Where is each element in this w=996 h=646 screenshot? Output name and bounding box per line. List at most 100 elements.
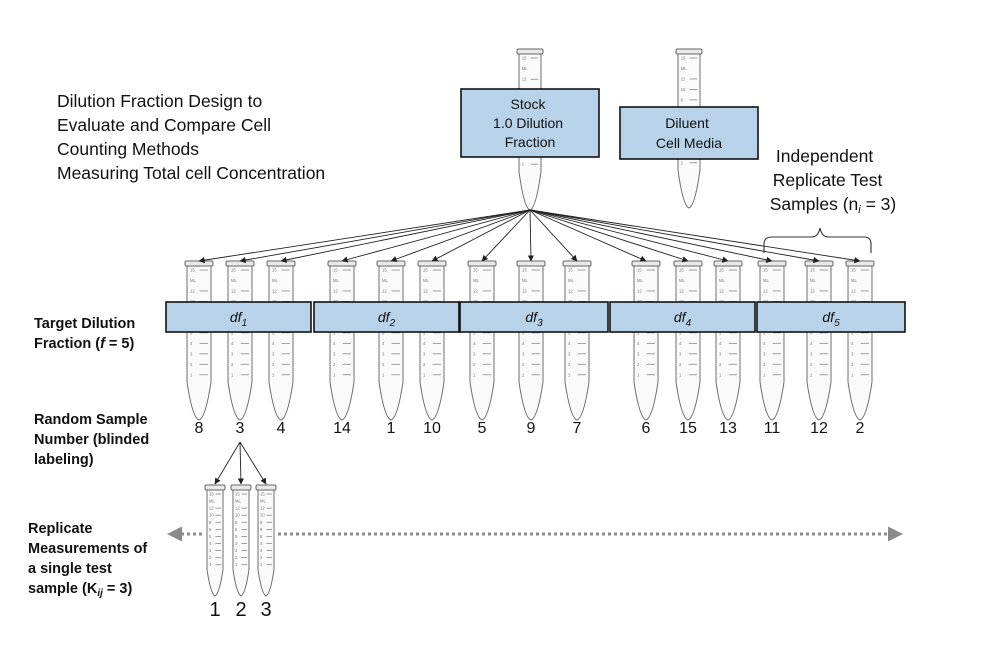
stock-line-2: 1.0 Dilution <box>493 115 563 131</box>
svg-text:15: 15 <box>679 268 684 273</box>
svg-text:10: 10 <box>235 513 240 518</box>
fanout-arrow <box>431 209 531 262</box>
svg-text:2: 2 <box>209 555 212 560</box>
replicate-line-2: Replicate Test <box>773 170 883 190</box>
fanout-arrow <box>529 209 773 263</box>
svg-text:5: 5 <box>473 330 476 335</box>
svg-text:1: 1 <box>209 562 212 567</box>
sample-number: 9 <box>527 420 536 437</box>
svg-text:2: 2 <box>260 555 263 560</box>
sample-number: 14 <box>333 420 351 437</box>
svg-text:3: 3 <box>679 351 682 356</box>
svg-text:4: 4 <box>719 341 722 346</box>
svg-text:ML: ML <box>235 499 241 504</box>
svg-text:3: 3 <box>568 351 571 356</box>
svg-text:5: 5 <box>810 330 813 335</box>
diluent-line-1: Diluent <box>665 115 709 131</box>
svg-text:5: 5 <box>719 330 722 335</box>
svg-text:2: 2 <box>272 362 275 367</box>
svg-text:5: 5 <box>382 330 385 335</box>
arrows-layer <box>198 209 861 485</box>
fanout-arrow <box>481 209 531 262</box>
svg-text:15: 15 <box>522 268 527 273</box>
fanout-arrow <box>280 209 531 263</box>
svg-text:2: 2 <box>190 362 193 367</box>
svg-text:4: 4 <box>679 341 682 346</box>
svg-text:15: 15 <box>810 268 815 273</box>
svg-text:12: 12 <box>679 288 684 293</box>
svg-text:15: 15 <box>473 268 478 273</box>
svg-text:5: 5 <box>851 330 854 335</box>
svg-text:12: 12 <box>522 77 527 82</box>
sample-number: 12 <box>810 420 828 437</box>
fanout-arrow <box>529 209 689 263</box>
svg-text:12: 12 <box>235 506 240 511</box>
dilution-box-label: df3 <box>525 309 543 329</box>
svg-text:1: 1 <box>522 162 525 167</box>
dilution-box-df2: df2 <box>313 301 460 333</box>
dilution-box-df3: df3 <box>459 301 609 333</box>
svg-text:4: 4 <box>568 341 571 346</box>
svg-text:ML: ML <box>568 278 574 283</box>
svg-text:12: 12 <box>851 288 856 293</box>
svg-text:4: 4 <box>851 341 854 346</box>
svg-text:2: 2 <box>382 362 385 367</box>
svg-text:12: 12 <box>522 288 527 293</box>
svg-text:ML: ML <box>522 66 528 71</box>
svg-text:1: 1 <box>679 372 682 377</box>
svg-text:8: 8 <box>235 520 238 525</box>
svg-text:1: 1 <box>763 372 766 377</box>
svg-text:15: 15 <box>637 268 642 273</box>
svg-text:15: 15 <box>522 56 527 61</box>
fanout-arrow <box>529 209 578 262</box>
svg-text:3: 3 <box>810 351 813 356</box>
svg-text:3: 3 <box>473 351 476 356</box>
replicate-line-1: Independent <box>776 146 873 166</box>
dilution-box-label: df1 <box>230 309 247 329</box>
replicate-measurements-label: Replicate Measurements of a single test … <box>28 521 151 599</box>
svg-text:5: 5 <box>568 330 571 335</box>
diluent-box-label: Diluent Cell Media <box>656 115 722 151</box>
svg-text:3: 3 <box>637 351 640 356</box>
svg-text:4: 4 <box>423 341 426 346</box>
replicate-arrow <box>239 441 267 485</box>
svg-text:2: 2 <box>473 362 476 367</box>
svg-text:12: 12 <box>568 288 573 293</box>
title-line-1: Dilution Fraction Design to <box>57 91 262 111</box>
fanout-arrow <box>390 209 531 263</box>
svg-text:5: 5 <box>235 534 238 539</box>
svg-text:ML: ML <box>637 278 643 283</box>
svg-text:ML: ML <box>423 278 429 283</box>
replicate-bracket <box>763 227 872 253</box>
svg-text:1: 1 <box>637 372 640 377</box>
svg-text:15: 15 <box>272 268 277 273</box>
svg-text:12: 12 <box>473 288 478 293</box>
svg-text:ML: ML <box>209 499 215 504</box>
svg-text:15: 15 <box>333 268 338 273</box>
diluent-box <box>619 106 759 160</box>
svg-text:3: 3 <box>522 351 525 356</box>
sample-number: 2 <box>856 420 865 437</box>
svg-text:1: 1 <box>382 372 385 377</box>
svg-text:3: 3 <box>235 548 238 553</box>
replicate-samples-label: Independent Replicate Test Samples (ni =… <box>770 146 896 216</box>
sample-number: 6 <box>642 420 651 437</box>
svg-text:3: 3 <box>333 351 336 356</box>
svg-text:3: 3 <box>719 351 722 356</box>
svg-text:6: 6 <box>209 527 212 532</box>
stock-line-3: Fraction <box>505 134 556 150</box>
svg-text:2: 2 <box>851 362 854 367</box>
svg-text:15: 15 <box>231 268 236 273</box>
fanout-arrow <box>529 209 729 263</box>
svg-text:ML: ML <box>260 499 266 504</box>
svg-text:3: 3 <box>423 351 426 356</box>
svg-text:2: 2 <box>423 362 426 367</box>
title-line-2: Evaluate and Compare Cell <box>57 115 271 135</box>
measurement-number: 3 <box>260 599 271 621</box>
